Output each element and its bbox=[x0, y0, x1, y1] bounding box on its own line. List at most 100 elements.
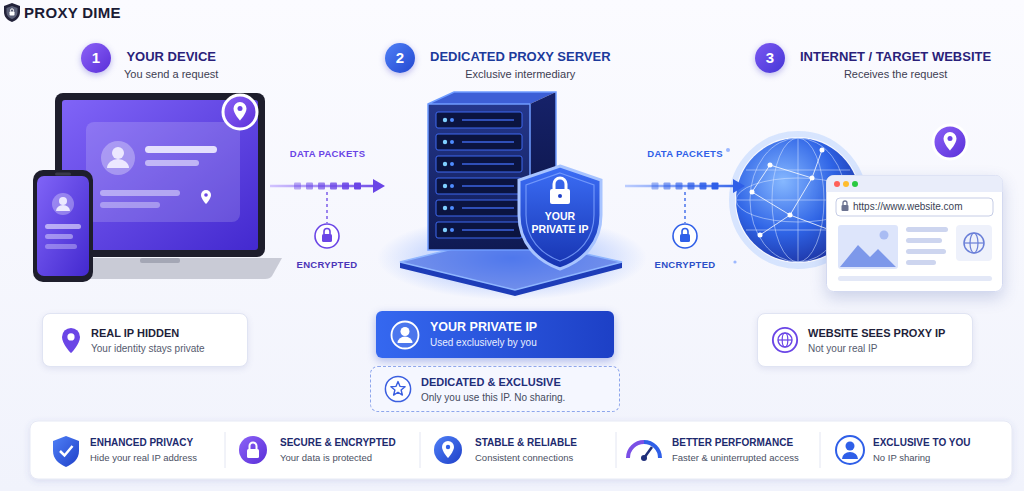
logo-text: PROXY DIME bbox=[24, 4, 121, 22]
feature-band bbox=[250, 443, 257, 450]
feature-title: BETTER PERFORMANCE bbox=[672, 437, 793, 449]
feature-text: Consistent connections bbox=[475, 452, 573, 464]
phone-illustration bbox=[52, 193, 74, 215]
box-icon bbox=[385, 376, 410, 401]
laptop-illustration bbox=[204, 193, 208, 197]
server-illustration bbox=[462, 119, 514, 121]
edge-label: DATA PACKETS bbox=[647, 148, 723, 160]
globe-illustration bbox=[820, 148, 825, 153]
phone-illustration bbox=[56, 205, 70, 211]
box-title: REAL IP HIDDEN bbox=[91, 326, 235, 340]
data-packet bbox=[688, 183, 695, 190]
info-box: YOUR PRIVATE IPUsed exclusively by you bbox=[376, 311, 614, 358]
globe-illustration bbox=[768, 163, 773, 168]
feature-band bbox=[239, 436, 267, 464]
encryption-lock bbox=[326, 192, 327, 223]
server-illustration bbox=[462, 120, 514, 230]
text-group: YOUR PRIVATE IP bbox=[525, 210, 595, 236]
encryption-lock bbox=[322, 234, 332, 242]
logo-shield bbox=[7, 6, 18, 19]
box-title: DEDICATED & EXCLUSIVE bbox=[421, 375, 607, 389]
info-box: DEDICATED & EXCLUSIVE Only you use this I… bbox=[370, 366, 620, 412]
feature-band bbox=[628, 442, 644, 458]
feature-text: No IP sharing bbox=[873, 452, 930, 464]
data-packet bbox=[294, 183, 301, 190]
encryption-lock bbox=[673, 224, 697, 248]
arrow-head bbox=[733, 179, 745, 193]
globe-illustration bbox=[752, 150, 830, 235]
laptop-illustration bbox=[145, 146, 217, 153]
feature-text: Faster & uninterrupted access bbox=[672, 452, 799, 464]
feature-band bbox=[846, 442, 855, 451]
server-illustration bbox=[443, 118, 447, 122]
step-column: INTERNET / TARGET WEBSITEReceives the re… bbox=[745, 40, 1011, 302]
box-subtitle: Used exclusively by you bbox=[430, 336, 602, 349]
data-packet bbox=[330, 183, 337, 190]
text-group: https://www.website.com bbox=[853, 200, 962, 214]
server-illustration bbox=[436, 156, 522, 172]
server-illustration bbox=[443, 140, 447, 144]
feature-band bbox=[225, 432, 226, 468]
globe-illustration bbox=[750, 148, 833, 238]
feature-band bbox=[442, 441, 454, 458]
data-packet bbox=[712, 183, 719, 190]
step-column: YOUR DEVICEYou send a request1 bbox=[30, 40, 270, 302]
step-number: 2 bbox=[385, 43, 415, 73]
logo-shield bbox=[11, 9, 14, 12]
logo-shield bbox=[4, 3, 20, 22]
feature-band bbox=[53, 436, 79, 467]
step-subtitle: Exclusive intermediary bbox=[430, 67, 611, 81]
ip-shield: YOUR PRIVATE IP bbox=[513, 163, 607, 272]
data-packet bbox=[664, 183, 671, 190]
label-group: Consistent connections bbox=[475, 452, 573, 464]
phone-illustration bbox=[45, 224, 81, 229]
edge-label: DATA PACKETS bbox=[290, 148, 366, 160]
label-group: ENCRYPTED bbox=[297, 259, 358, 271]
laptop-illustration bbox=[107, 159, 129, 168]
box-subtitle: Only you use this IP. No sharing. bbox=[421, 391, 607, 404]
feature-band bbox=[30, 421, 1012, 479]
server-illustration bbox=[436, 178, 522, 194]
encryption-lock bbox=[680, 234, 690, 242]
server-illustration bbox=[450, 162, 454, 166]
label-group: ENHANCED PRIVACY bbox=[90, 437, 193, 449]
box-icon bbox=[773, 328, 797, 352]
label-group: STABLE & RELIABLE bbox=[475, 437, 577, 449]
phone-illustration bbox=[33, 170, 93, 282]
feature-title: STABLE & RELIABLE bbox=[475, 437, 577, 449]
server-illustration bbox=[436, 112, 522, 238]
location-pin-badge bbox=[933, 125, 967, 159]
step-number-text: 3 bbox=[766, 50, 774, 66]
feature-band bbox=[446, 445, 450, 449]
globe-illustration bbox=[788, 213, 793, 218]
globe-illustration bbox=[752, 150, 830, 235]
phone-illustration bbox=[55, 173, 71, 176]
data-flow-arrow bbox=[625, 179, 745, 193]
server-illustration bbox=[443, 228, 447, 232]
feature-band bbox=[644, 442, 660, 458]
feature-title: EXCLUSIVE TO YOU bbox=[873, 437, 970, 449]
globe-illustration bbox=[733, 260, 736, 263]
feature-band bbox=[420, 432, 421, 468]
url-text: https://www.website.com bbox=[853, 200, 962, 214]
encryption-lock bbox=[682, 229, 688, 235]
server-illustration bbox=[450, 118, 454, 122]
encryption-label: ENCRYPTED bbox=[297, 259, 358, 271]
feature-text: Hide your real IP address bbox=[90, 452, 197, 464]
server-illustration bbox=[436, 134, 522, 150]
label-group: Hide your real IP address bbox=[90, 452, 197, 464]
laptop-illustration bbox=[86, 122, 240, 222]
encryption-lock bbox=[684, 192, 685, 223]
step-title: INTERNET / TARGET WEBSITE bbox=[800, 49, 991, 65]
globe-illustration bbox=[750, 190, 755, 195]
phone-illustration bbox=[45, 234, 73, 239]
phone-illustration bbox=[59, 197, 67, 205]
feature-band bbox=[842, 452, 858, 459]
location-pin-badge bbox=[933, 125, 967, 159]
data-packet bbox=[318, 183, 325, 190]
laptop-illustration bbox=[38, 93, 282, 279]
globe-illustration bbox=[810, 176, 815, 181]
phone-illustration bbox=[45, 244, 77, 249]
encryption-label: ENCRYPTED bbox=[655, 259, 716, 271]
